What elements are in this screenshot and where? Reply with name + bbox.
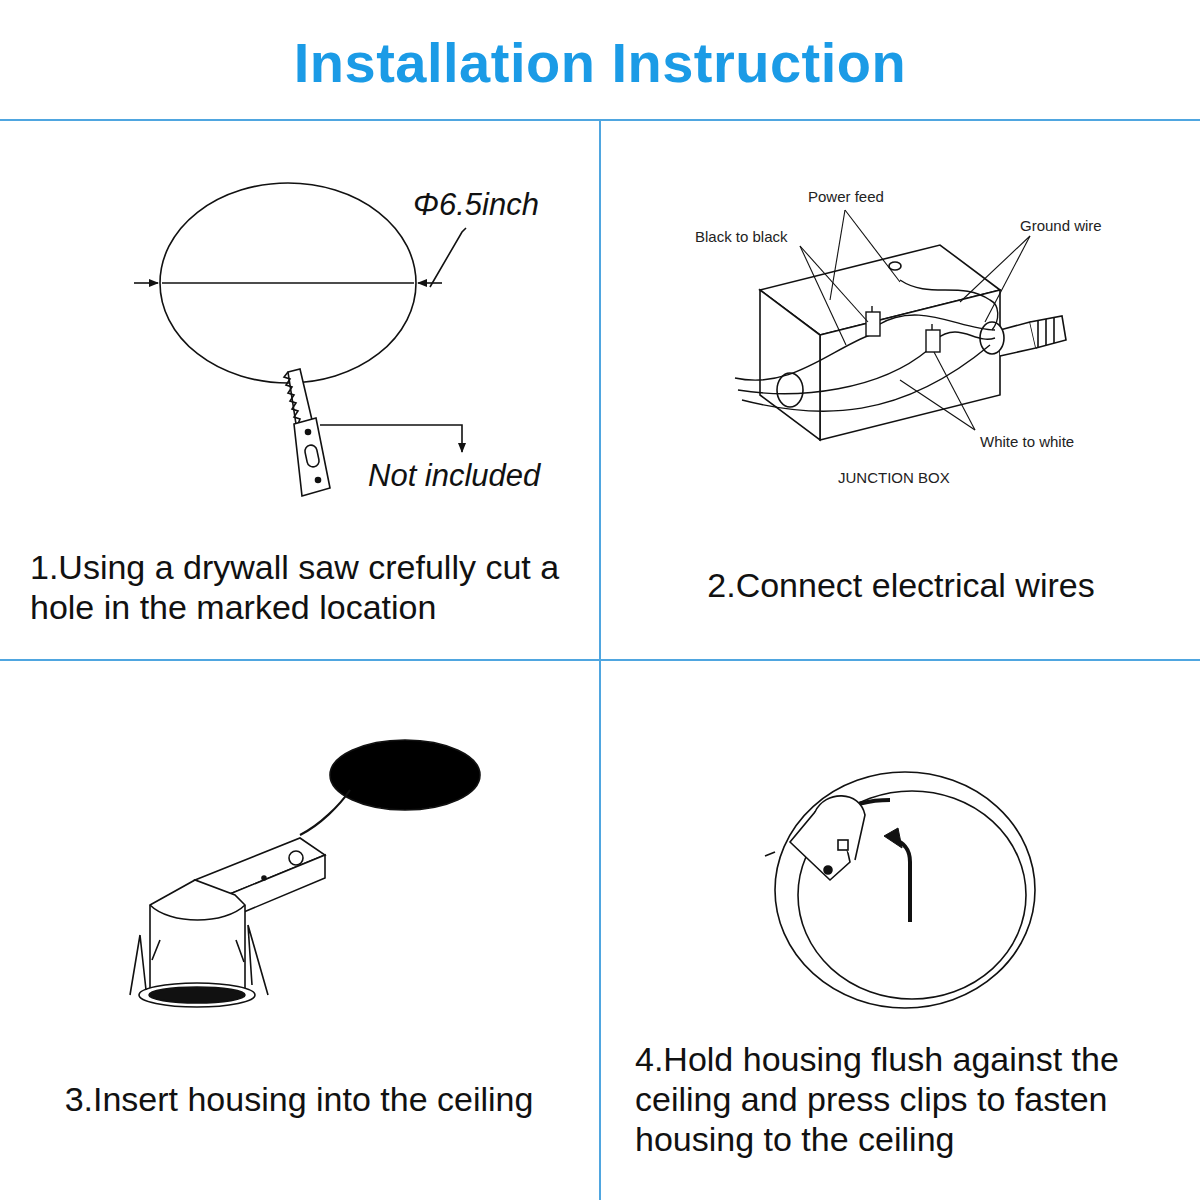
housing-can: [150, 880, 245, 990]
note-label: Not included: [368, 458, 540, 494]
white-wire: [738, 350, 928, 394]
leader-line: [320, 425, 462, 452]
instruction-panel: 2.Connect electrical wires: [602, 122, 1200, 658]
housing-ring: [765, 772, 1035, 1008]
leader-line: [800, 246, 868, 322]
callout-leaders: [800, 210, 1030, 430]
callout-label: Ground wire: [1020, 217, 1102, 234]
leader-line: [985, 236, 1030, 322]
knockout: [289, 851, 303, 865]
instruction-panel: 4.Hold housing flush against the ceiling…: [602, 662, 1200, 1200]
saw-rivet: [316, 478, 321, 483]
callout-label: Black to black: [695, 228, 788, 245]
callout-label: JUNCTION BOX: [838, 469, 950, 486]
instruction-panel: 3.Insert housing into the ceiling: [0, 662, 598, 1200]
ring-mark: [765, 852, 775, 856]
leader-line: [800, 246, 846, 345]
black-wire: [735, 335, 870, 380]
saw-teeth: [284, 372, 300, 424]
grid-line: [599, 120, 601, 1200]
leader-line: [934, 352, 975, 430]
mounting-clip: [248, 925, 268, 995]
leader-line: [960, 236, 1030, 302]
outer-flange: [775, 772, 1035, 1008]
cable-clamp: [1030, 316, 1066, 348]
dimension-label: Φ6.5inch: [413, 187, 539, 223]
cable-connector: [1000, 322, 1036, 356]
hole-outline: [160, 183, 416, 383]
leader-line: [830, 210, 845, 300]
mounting-clip: [130, 935, 146, 995]
knockout: [980, 322, 1004, 354]
ground-wire: [742, 345, 990, 411]
saw-grip-hole: [304, 444, 320, 468]
leader-line: [845, 210, 900, 282]
dimension-arrow: [134, 282, 158, 284]
step-caption: 2.Connect electrical wires: [622, 565, 1180, 605]
mount-hole: [889, 262, 901, 270]
saw-handle: [294, 418, 330, 496]
saw-blade: [288, 369, 312, 424]
title: Installation Instruction: [0, 30, 1200, 95]
inner-edge: [798, 791, 1026, 999]
knockout: [777, 373, 803, 407]
wires: [735, 280, 998, 411]
cable: [300, 790, 350, 835]
wire-nut-tip: [871, 306, 872, 312]
clip-arm: [815, 796, 865, 860]
clamp-ridges: [1038, 317, 1054, 347]
white-wire: [935, 332, 995, 340]
step-caption: 3.Insert housing into the ceiling: [20, 1079, 578, 1119]
ceiling-hole: [330, 740, 480, 810]
housing-rim: [150, 905, 245, 920]
callout-label: White to white: [980, 433, 1074, 450]
clip-spring: [152, 940, 244, 962]
clip-screw: [824, 866, 832, 874]
recessed-housing: [130, 740, 480, 1007]
wire-nut: [866, 312, 880, 336]
press-arrow: [895, 840, 910, 922]
wire-nut: [926, 330, 940, 352]
step-caption: 4.Hold housing flush against the ceiling…: [635, 1039, 1185, 1159]
box-front: [820, 290, 1000, 440]
dimension-line: [162, 282, 414, 284]
black-wire: [878, 315, 995, 330]
wire-nut-tip: [931, 324, 932, 330]
dimension-arrow: [418, 282, 442, 284]
panel-grid: [0, 120, 1200, 1200]
callout-label: Power feed: [808, 188, 884, 205]
arrow-head: [884, 828, 902, 848]
housing-flange: [139, 983, 255, 1007]
ground-wire: [900, 280, 998, 330]
leader-line: [900, 380, 975, 430]
screw: [262, 876, 266, 880]
clip-slot: [838, 840, 848, 850]
saw-rivet: [306, 430, 311, 435]
housing-opening: [149, 987, 245, 1003]
leader-line: [430, 228, 466, 287]
step-caption: 1.Using a drywall saw crefully cut a hol…: [30, 547, 590, 627]
